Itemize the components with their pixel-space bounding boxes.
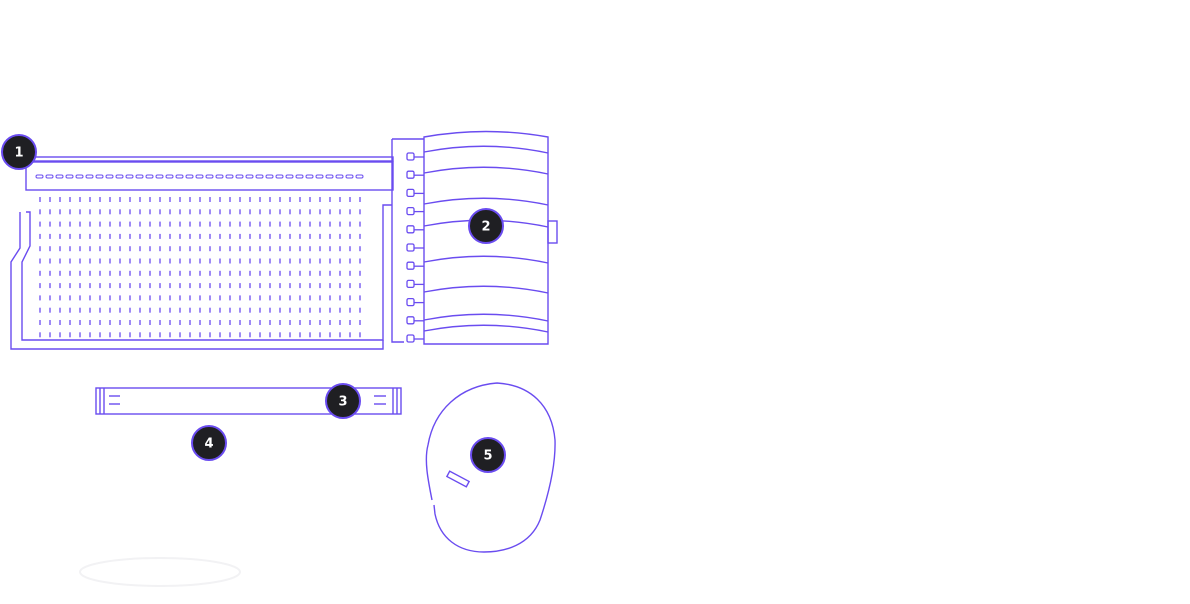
- callout-label: 3: [338, 395, 347, 410]
- braille-cell-pill: [325, 174, 334, 179]
- braille-cell-pill: [185, 174, 194, 179]
- callout-1: 1: [1, 134, 37, 170]
- braille-cell-pill: [275, 174, 284, 179]
- spiral-ring: [406, 261, 415, 270]
- callout-badge: [470, 437, 506, 473]
- notebook-page-curve: [423, 324, 549, 333]
- braille-cell-pill: [255, 174, 264, 179]
- spiral-notebook: [391, 130, 558, 345]
- braille-cell-pill: [35, 174, 44, 179]
- braille-cell-pill: [285, 174, 294, 179]
- braille-cell-pill: [155, 174, 164, 179]
- display-top-strip: [25, 156, 394, 162]
- oval-device-slot: [445, 470, 471, 488]
- spiral-ring: [406, 279, 415, 289]
- notebook-spine: [391, 138, 424, 343]
- spiral-ring: [406, 316, 415, 325]
- braille-cell-pill: [145, 174, 154, 179]
- notebook-cover-outline: [423, 130, 549, 345]
- callout-2: 2: [468, 208, 504, 244]
- callout-badge: [191, 425, 227, 461]
- spiral-ring: [406, 188, 415, 198]
- callout-4: 4: [191, 425, 227, 461]
- braille-cell-pill: [335, 174, 344, 179]
- braille-cell-pill: [225, 174, 234, 179]
- display-cell-row: [25, 161, 394, 191]
- spiral-ring: [406, 334, 415, 343]
- callout-label: 1: [14, 146, 23, 161]
- faint-shadow: [79, 557, 241, 587]
- display-base-outline-outer: [10, 212, 384, 350]
- braille-cell-pill: [135, 174, 144, 179]
- strip-bar: [95, 387, 402, 415]
- braille-cell-pill: [265, 174, 274, 179]
- braille-cell-pill: [65, 174, 74, 179]
- braille-cell-pill: [355, 174, 364, 179]
- callout-badge: [1, 134, 37, 170]
- braille-cell-pill: [215, 174, 224, 179]
- display-base-outline: [21, 204, 392, 341]
- braille-cell-pill: [295, 174, 304, 179]
- callout-3: 3: [325, 383, 361, 419]
- braille-cell-pill: [55, 174, 64, 179]
- spiral-ring: [406, 225, 415, 234]
- callout-label: 4: [204, 437, 213, 452]
- braille-cell-pill: [75, 174, 84, 179]
- notebook-page-curve: [423, 255, 549, 264]
- braille-cell-pill: [235, 174, 244, 179]
- spiral-ring: [406, 152, 415, 161]
- braille-cell-pill: [315, 174, 324, 179]
- spiral-ring: [406, 297, 415, 307]
- callout-badge: [325, 383, 361, 419]
- oval-device: [425, 382, 556, 553]
- callout-badge: [468, 208, 504, 244]
- notebook-page-curve: [423, 313, 549, 322]
- braille-cell-pill: [305, 174, 314, 179]
- braille-cell-pill: [85, 174, 94, 179]
- braille-cell-pill: [205, 174, 214, 179]
- callout-label: 2: [481, 220, 490, 235]
- braille-cell-pill: [125, 174, 134, 179]
- oval-device-outline: [425, 382, 556, 553]
- notebook-spiral-rings: [406, 152, 424, 343]
- callout-label: 5: [483, 449, 492, 464]
- notebook-page-curve: [423, 166, 549, 175]
- callout-5: 5: [470, 437, 506, 473]
- braille-cell-pill: [115, 174, 124, 179]
- braille-pin-grid: [39, 197, 361, 338]
- braille-cell-pill: [105, 174, 114, 179]
- braille-cell-pill: [45, 174, 54, 179]
- braille-cell-pill: [195, 174, 204, 179]
- braille-cell-pill: [175, 174, 184, 179]
- braille-cell-pill: [345, 174, 354, 179]
- spiral-ring: [406, 170, 415, 179]
- notebook-tab: [547, 220, 558, 244]
- braille-cell-pill: [165, 174, 174, 179]
- notebook-page-curve: [423, 197, 549, 206]
- braille-cell-pill: [245, 174, 254, 179]
- braille-cell-pills: [35, 174, 364, 179]
- spiral-ring: [406, 243, 415, 252]
- notebook-page-curve: [423, 285, 549, 294]
- spiral-ring: [406, 206, 415, 216]
- braille-cell-pill: [95, 174, 104, 179]
- strip-outline: [95, 387, 402, 415]
- notebook-page-curve: [423, 145, 549, 154]
- braille-display-body: [10, 156, 394, 350]
